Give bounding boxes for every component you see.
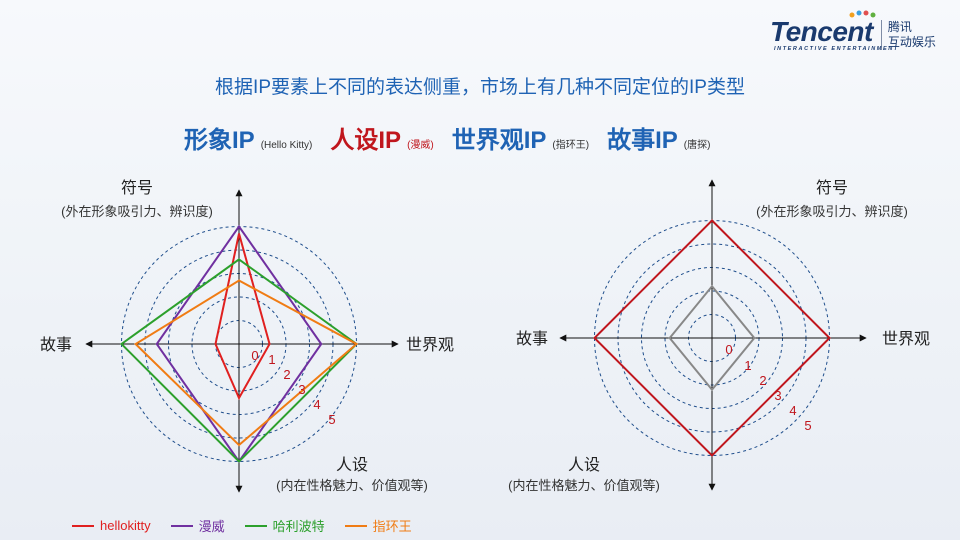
axis-label-right: 世界观	[882, 330, 930, 348]
legend-swatch	[170, 524, 193, 527]
ip-type-world: 世界观IP (指环王)	[452, 120, 589, 155]
legend-item-lotr: 指环王	[344, 516, 412, 535]
axis-label-top: 符号	[121, 179, 153, 197]
axis-label-bottom: 人设	[336, 456, 368, 474]
chart-legend: hellokitty 漫威 哈利波特 指环王	[72, 516, 432, 535]
legend-item-hellokitty: hellokitty	[72, 516, 151, 535]
logo-wordmark: Tencent INTERACTIVE ENTERTAINMENT	[770, 10, 897, 52]
tick-label: 1	[744, 358, 751, 373]
series-line	[668, 284, 756, 392]
tick-label: 3	[298, 382, 305, 397]
ip-type-list: 形象IP (Hello Kitty) 人设IP (漫威) 世界观IP (指环王)…	[184, 120, 728, 155]
axis-label-left: 故事	[40, 336, 72, 354]
legend-swatch	[72, 524, 94, 527]
tick-label: 5	[328, 412, 335, 427]
tick-label: 4	[313, 397, 320, 412]
axis-label-right: 世界观	[406, 336, 454, 354]
series-line	[133, 279, 359, 447]
logo-subtext: INTERACTIVE ENTERTAINMENT	[774, 46, 899, 52]
axis-label-left: 故事	[516, 330, 548, 348]
tick-label: 5	[804, 418, 811, 433]
axis-sublabel-top: (外在形象吸引力、辨识度)	[756, 204, 908, 219]
legend-label: hellokitty	[100, 518, 151, 533]
page-subtitle: 根据IP要素上不同的表达侧重，市场上有几种不同定位的IP类型	[215, 77, 745, 98]
logo-cn-line2: 互动娱乐	[887, 35, 936, 49]
axis-label-top: 符号	[816, 179, 848, 197]
legend-swatch	[344, 524, 367, 527]
logo-word: Tencent	[770, 16, 873, 47]
ip-type-story: 故事IP (唐探)	[607, 120, 710, 155]
legend-item-marvel: 漫威	[170, 516, 225, 535]
tick-label: 2	[283, 367, 290, 382]
ip-type-example: (指环王)	[552, 140, 590, 151]
axis-sublabel-bottom: (内在性格魅力、价值观等)	[276, 478, 428, 493]
legend-label: 漫威	[198, 519, 225, 534]
legend-label: 指环王	[372, 519, 412, 534]
ip-type-example: (漫威)	[407, 140, 434, 151]
tick-label: 3	[774, 388, 781, 403]
ip-type-name: 故事IP	[607, 127, 678, 154]
legend-item-harry-potter: 哈利波特	[244, 516, 325, 535]
ip-type-name: 世界观IP	[451, 127, 547, 154]
ip-type-visual: 形象IP (Hello Kitty)	[184, 120, 312, 155]
logo-chinese: 腾讯 互动娱乐	[880, 20, 936, 50]
axis-sublabel-bottom: (内在性格魅力、价值观等)	[508, 478, 660, 493]
logo-dots-icon	[849, 10, 876, 18]
ip-type-character: 人设IP (漫威)	[330, 120, 433, 155]
series-line	[119, 258, 359, 463]
legend-swatch	[244, 524, 267, 527]
tick-label: 0	[251, 348, 258, 363]
ip-type-example: (Hello Kitty)	[260, 140, 313, 151]
tencent-logo: Tencent INTERACTIVE ENTERTAINMENT 腾讯 互动娱…	[770, 10, 936, 52]
axis-sublabel-top: (外在形象吸引力、辨识度)	[61, 204, 213, 219]
series-line	[593, 219, 831, 457]
axis-label-bottom: 人设	[568, 456, 600, 474]
ip-type-name: 形象IP	[184, 127, 255, 154]
logo-cn-line1: 腾讯	[887, 20, 912, 34]
tick-label: 2	[759, 373, 766, 388]
tick-label: 0	[725, 342, 732, 357]
legend-label: 哈利波特	[272, 519, 325, 534]
tick-label: 1	[268, 352, 275, 367]
ip-type-example: (唐探)	[683, 140, 711, 151]
series-line	[214, 233, 271, 401]
tick-label: 4	[789, 403, 796, 418]
ip-type-name: 人设IP	[330, 127, 402, 154]
